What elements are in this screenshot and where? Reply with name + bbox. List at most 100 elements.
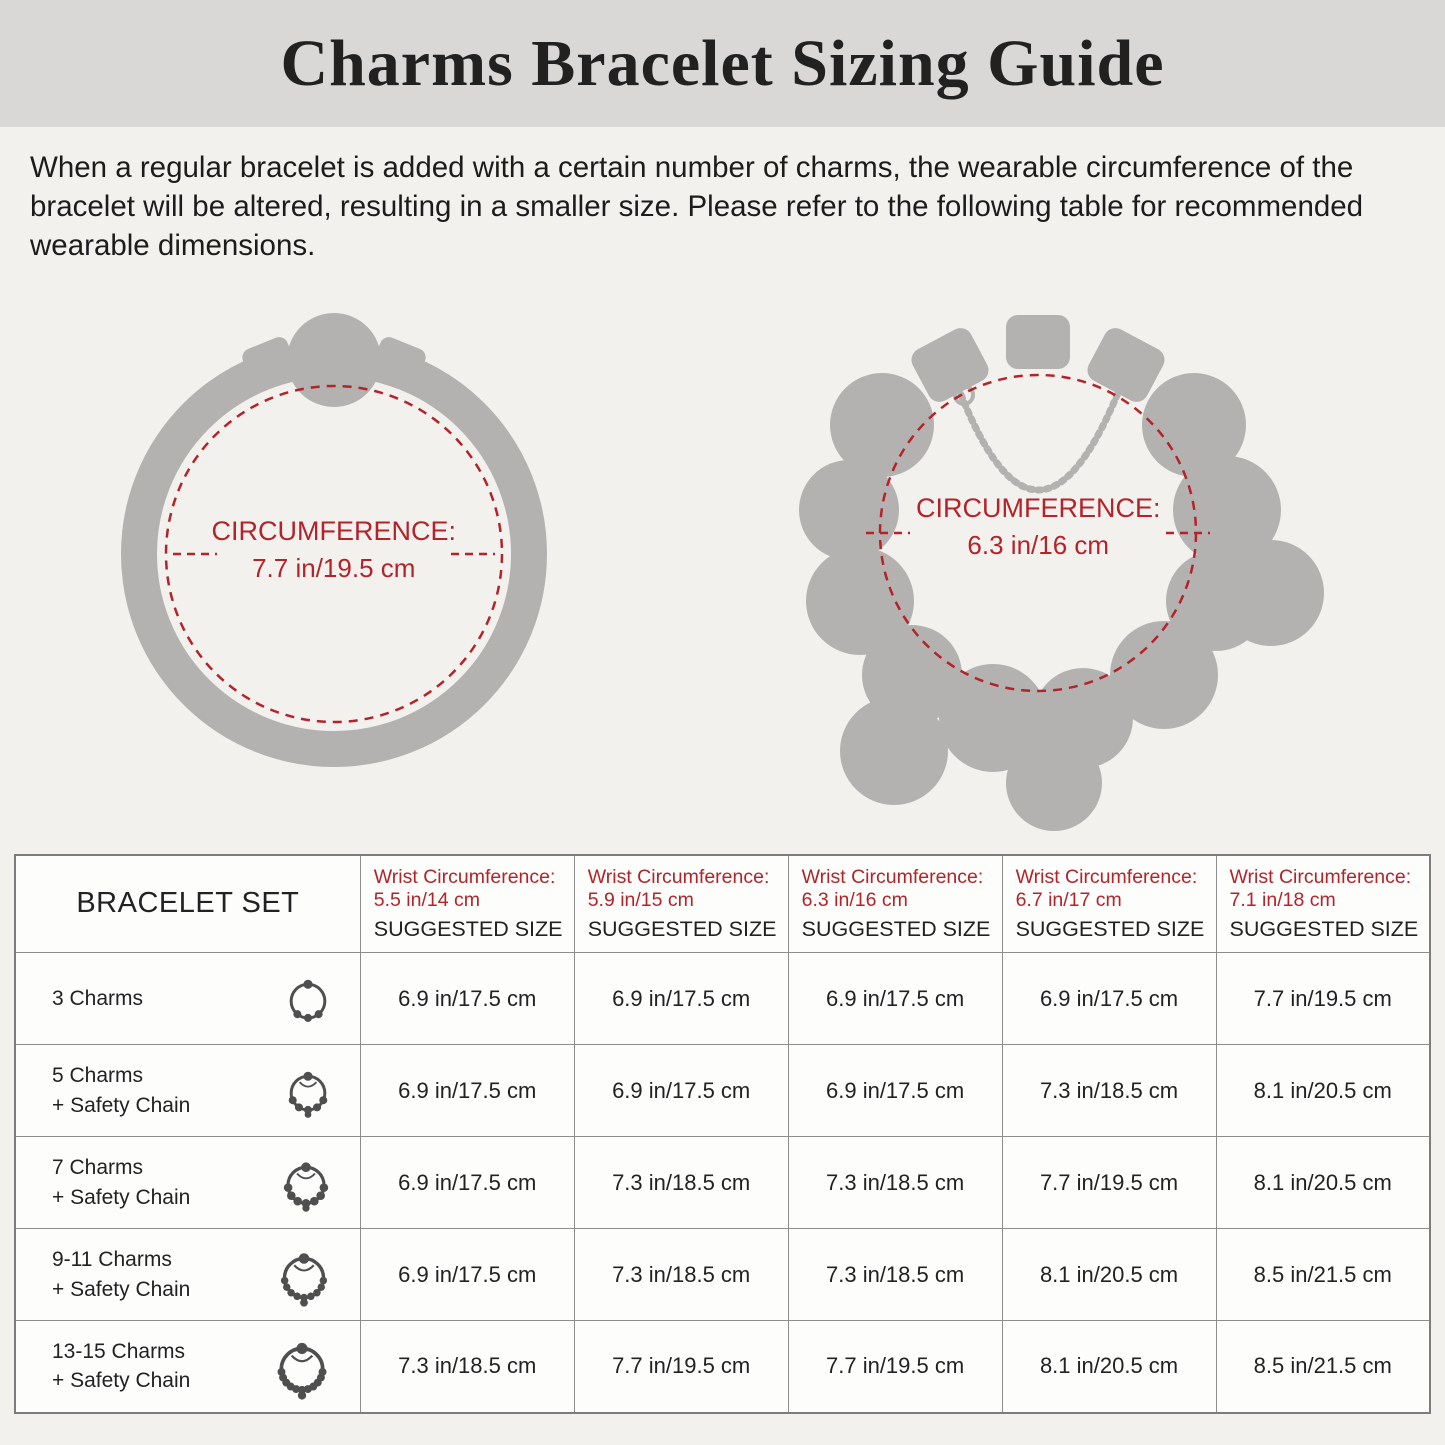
charm-bracelet-diagram: CIRCUMFERENCE: 6.3 in/16 cm xyxy=(766,265,1346,848)
wrist-circumference-value: 5.5 in/14 cm xyxy=(373,889,480,912)
header-banner: Charms Bracelet Sizing Guide xyxy=(0,0,1445,127)
bracelet-set-label: 5 Charms + Safety Chain xyxy=(52,1061,190,1120)
wrist-circumference-label: Wrist Circumference: xyxy=(801,866,984,889)
clasp-barrel xyxy=(1006,315,1071,370)
suggested-size-value: 7.3 in/18.5 cm xyxy=(359,1320,575,1414)
charm-bead xyxy=(862,625,963,726)
charm-bead xyxy=(1142,373,1247,478)
charm-bead xyxy=(1033,668,1134,769)
diagrams-section: CIRCUMFERENCE: 7.7 in/19.5 cm xyxy=(0,268,1445,846)
set-label-line1: 5 Charms xyxy=(52,1064,144,1088)
wrist-circumference-value: 5.9 in/15 cm xyxy=(587,889,694,912)
table-row-7-charms: 7 Charms + Safety Chain 6.9 in/17.5 cm 7… xyxy=(14,1136,1431,1230)
charm-bead xyxy=(939,664,1048,773)
set-label-line2: + Safety Chain xyxy=(52,1185,191,1209)
plain-bracelet-diagram: CIRCUMFERENCE: 7.7 in/19.5 cm xyxy=(99,304,569,809)
clasp-end-right xyxy=(372,337,426,386)
suggested-size-label: SUGGESTED SIZE xyxy=(587,916,777,941)
suggested-size-value: 8.1 in/20.5 cm xyxy=(1001,1228,1217,1322)
bracelet-set-label: 3 Charms xyxy=(52,984,143,1013)
suggested-size-value: 6.9 in/17.5 cm xyxy=(573,952,789,1046)
wrist-circumference-value: 7.1 in/18 cm xyxy=(1229,889,1336,912)
column-header-wrist-6-3: Wrist Circumference: 6.3 in/16 cm SUGGES… xyxy=(787,854,1003,954)
bracelet-9-11-charms-safety-chain-icon xyxy=(280,1252,327,1307)
column-header-wrist-5-9: Wrist Circumference: 5.9 in/15 cm SUGGES… xyxy=(573,854,789,954)
suggested-size-label: SUGGESTED SIZE xyxy=(373,916,563,941)
bracelet-set-label: 7 Charms + Safety Chain xyxy=(52,1153,190,1212)
table-header-row: BRACELET SET Wrist Circumference: 5.5 in… xyxy=(14,854,1431,954)
suggested-size-value: 7.3 in/18.5 cm xyxy=(573,1136,789,1230)
set-label-line2: + Safety Chain xyxy=(52,1369,191,1393)
suggested-size-value: 7.3 in/18.5 cm xyxy=(787,1228,1003,1322)
table-row-13-15-charms: 13-15 Charms + Safety Chain 7.3 in/18.5 … xyxy=(14,1320,1431,1414)
suggested-size-value: 7.3 in/18.5 cm xyxy=(787,1136,1003,1230)
suggested-size-value: 7.7 in/19.5 cm xyxy=(1001,1136,1217,1230)
bracelet-set-label: 13-15 Charms + Safety Chain xyxy=(52,1337,190,1396)
charm-bracelet-illustration xyxy=(799,315,1325,832)
suggested-size-value: 7.7 in/19.5 cm xyxy=(787,1320,1003,1414)
bracelet-set-cell: 7 Charms + Safety Chain xyxy=(14,1136,361,1230)
table-row-3-charms: 3 Charms 6.9 in/17.5 cm 6.9 in/17.5 cm 6… xyxy=(14,952,1431,1046)
bracelet-set-label: 9-11 Charms + Safety Chain xyxy=(52,1245,190,1304)
suggested-size-value: 6.9 in/17.5 cm xyxy=(1001,952,1217,1046)
charm-bead xyxy=(1173,456,1282,565)
charm-bead xyxy=(1166,551,1267,652)
set-label-line1: 7 Charms xyxy=(52,1156,144,1180)
set-label-line1: 13-15 Charms xyxy=(52,1340,186,1364)
set-label-line2: + Safety Chain xyxy=(52,1277,191,1301)
sizing-table: BRACELET SET Wrist Circumference: 5.5 in… xyxy=(14,853,1431,1414)
suggested-size-value: 7.7 in/19.5 cm xyxy=(573,1320,789,1414)
wrist-circumference-value: 6.7 in/17 cm xyxy=(1015,889,1122,912)
page-title: Charms Bracelet Sizing Guide xyxy=(280,26,1165,100)
bracelet-set-cell: 5 Charms + Safety Chain xyxy=(14,1044,361,1138)
charm-bead xyxy=(1110,621,1219,730)
suggested-size-value: 8.1 in/20.5 cm xyxy=(1215,1136,1431,1230)
wrist-circumference-label: Wrist Circumference: xyxy=(587,866,770,889)
charm-bead xyxy=(799,460,900,561)
set-label-line2: + Safety Chain xyxy=(52,1093,191,1117)
safety-chain xyxy=(954,379,1126,494)
suggested-size-value: 8.1 in/20.5 cm xyxy=(1001,1320,1217,1414)
column-header-wrist-5-5: Wrist Circumference: 5.5 in/14 cm SUGGES… xyxy=(359,854,575,954)
bracelet-3-charms-icon xyxy=(289,979,327,1023)
column-header-wrist-6-7: Wrist Circumference: 6.7 in/17 cm SUGGES… xyxy=(1001,854,1217,954)
intro-text: When a regular bracelet is added with a … xyxy=(30,151,1364,263)
set-label-line1: 3 Charms xyxy=(52,987,144,1010)
plain-bracelet-illustration xyxy=(120,313,547,768)
wrist-circumference-value: 6.3 in/16 cm xyxy=(801,889,908,912)
circumference-dashed-circle xyxy=(164,384,503,724)
table-row-9-11-charms: 9-11 Charms + Safety Chain 6.9 in/17.5 c… xyxy=(14,1228,1431,1322)
table-row-5-charms: 5 Charms + Safety Chain 6.9 in/17.5 cm 6… xyxy=(14,1044,1431,1138)
bead-top-left xyxy=(911,328,989,403)
suggested-size-value: 6.9 in/17.5 cm xyxy=(359,952,575,1046)
bracelet-7-charms-safety-chain-icon xyxy=(283,1162,328,1212)
suggested-size-value: 6.9 in/17.5 cm xyxy=(787,1044,1003,1138)
clasp-end-left xyxy=(242,337,296,386)
suggested-size-value: 6.9 in/17.5 cm xyxy=(359,1228,575,1322)
suggested-size-value: 8.1 in/20.5 cm xyxy=(1215,1044,1431,1138)
bracelet-set-cell: 13-15 Charms + Safety Chain xyxy=(14,1320,361,1414)
bead-top-right xyxy=(1087,328,1165,403)
charm-bead xyxy=(806,547,915,656)
wrist-circumference-label: Wrist Circumference: xyxy=(1015,866,1198,889)
bracelet-set-cell: 3 Charms xyxy=(14,952,361,1046)
suggested-size-value: 7.3 in/18.5 cm xyxy=(573,1228,789,1322)
suggested-size-value: 7.7 in/19.5 cm xyxy=(1215,952,1431,1046)
wrist-circumference-label: Wrist Circumference: xyxy=(1229,866,1412,889)
safety-chain-hook xyxy=(953,384,976,407)
suggested-size-value: 6.9 in/17.5 cm xyxy=(359,1136,575,1230)
bracelet-set-cell: 9-11 Charms + Safety Chain xyxy=(14,1228,361,1322)
suggested-size-label: SUGGESTED SIZE xyxy=(801,916,991,941)
bracelet-set-header: BRACELET SET xyxy=(14,854,361,954)
suggested-size-value: 8.5 in/21.5 cm xyxy=(1215,1320,1431,1414)
clasp-ball xyxy=(286,313,381,408)
suggested-size-value: 7.3 in/18.5 cm xyxy=(1001,1044,1217,1138)
bracelet-13-15-charms-safety-chain-icon xyxy=(277,1343,327,1401)
suggested-size-value: 6.9 in/17.5 cm xyxy=(787,952,1003,1046)
suggested-size-label: SUGGESTED SIZE xyxy=(1015,916,1205,941)
column-header-wrist-7-1: Wrist Circumference: 7.1 in/18 cm SUGGES… xyxy=(1215,854,1431,954)
suggested-size-label: SUGGESTED SIZE xyxy=(1229,916,1419,941)
bracelet-5-charms-safety-chain-icon xyxy=(288,1071,328,1119)
set-label-line1: 9-11 Charms xyxy=(52,1248,172,1272)
suggested-size-value: 6.9 in/17.5 cm xyxy=(573,1044,789,1138)
